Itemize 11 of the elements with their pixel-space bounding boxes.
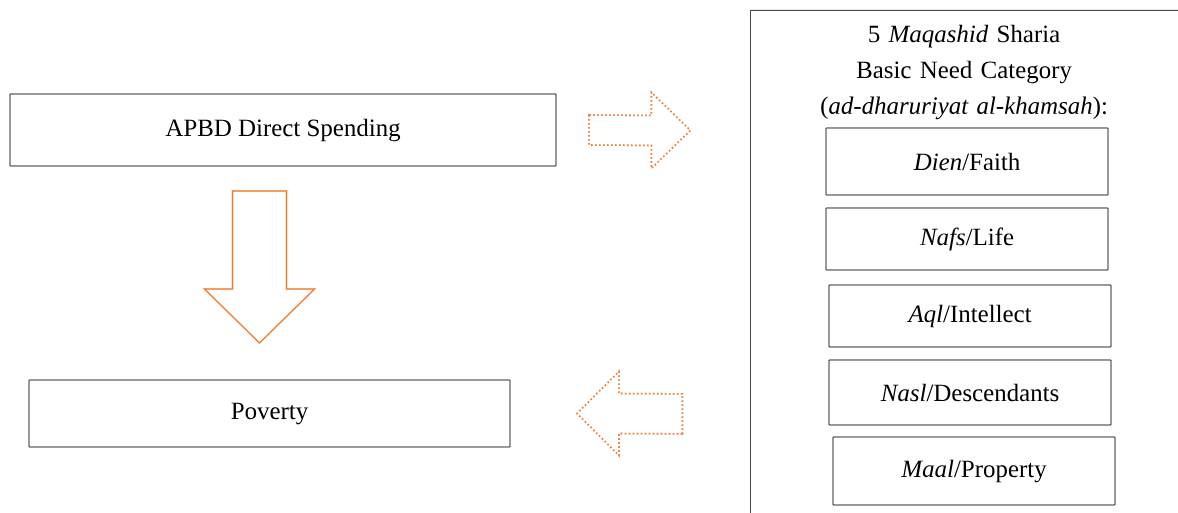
block-arrow (588, 90, 692, 171)
category-box: Maal/Property (832, 436, 1116, 506)
process-box: APBD Direct Spending (9, 93, 557, 167)
category-box: Dien/Faith (825, 127, 1109, 196)
category-box: Nafs/Life (825, 207, 1109, 271)
panel-heading: 5 Maqashid Sharia Basic Need Category (ad-dharuriyat al-khamsah): (821, 24, 1106, 120)
category-box: Nasl/Descendants (828, 359, 1112, 426)
process-box: Poverty (28, 379, 511, 448)
category-box: Aql/Intellect (828, 284, 1112, 348)
block-arrow (202, 190, 317, 345)
block-arrow (575, 369, 684, 458)
